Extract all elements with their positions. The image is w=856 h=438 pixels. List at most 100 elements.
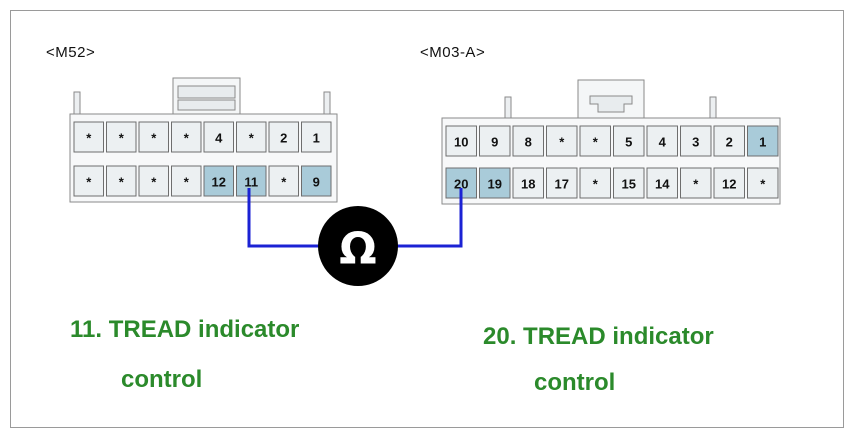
left-top-pin-4: 4 — [203, 121, 234, 153]
pin-label: 14 — [655, 177, 670, 192]
pin-label: * — [151, 175, 157, 190]
pin-cell — [479, 125, 511, 157]
left-latch-inner-2 — [177, 99, 236, 111]
pin-cell — [138, 121, 169, 153]
right-top-pin-1: 1 — [747, 125, 779, 157]
right-top-pin-2: 2 — [713, 125, 745, 157]
pin-cell — [579, 125, 611, 157]
right-bottom-pin-14: 14 — [646, 167, 678, 199]
pin-cell — [445, 125, 477, 157]
right-bottom-pin-15: 15 — [613, 167, 645, 199]
pin-label: * — [119, 131, 125, 146]
pin-label: 9 — [313, 175, 320, 190]
pin-label: * — [281, 175, 287, 190]
pin-label: 2 — [726, 135, 733, 150]
pin-cell — [747, 125, 779, 157]
left-pin-description-line2: control — [121, 366, 203, 393]
pin-label: * — [184, 175, 190, 190]
pin-label: 12 — [212, 175, 226, 190]
left-bottom-pin-blank: * — [106, 165, 137, 197]
right-top-pin-10: 10 — [445, 125, 477, 157]
pin-cell — [479, 167, 511, 199]
right-top-pin-5: 5 — [613, 125, 645, 157]
pin-cell — [646, 125, 678, 157]
pin-label: 4 — [659, 135, 667, 150]
pin-cell — [512, 125, 544, 157]
ohm-icon: Ω — [339, 224, 376, 275]
pin-label: 11 — [244, 175, 258, 190]
right-top-pin-9: 9 — [479, 125, 511, 157]
pin-cell — [579, 167, 611, 199]
left-bottom-pin-blank: * — [268, 165, 299, 197]
pin-cell — [203, 121, 234, 153]
right-top-pin-blank: * — [579, 125, 611, 157]
pin-label: 8 — [525, 135, 532, 150]
left-top-pin-blank: * — [73, 121, 104, 153]
pin-cell — [713, 125, 745, 157]
pin-label: 2 — [280, 131, 287, 146]
left-top-pin-blank: * — [106, 121, 137, 153]
right-connector-label: <M03-A> — [420, 44, 486, 61]
right-pin-description-line1: 20. TREAD indicator — [483, 323, 714, 350]
pin-label: * — [86, 175, 92, 190]
right-top-pin-8: 8 — [512, 125, 544, 157]
left-bottom-pin-blank: * — [171, 165, 202, 197]
left-bottom-pin-9: 9 — [301, 165, 332, 197]
diagram-frame — [10, 10, 844, 428]
pin-cell — [73, 121, 104, 153]
pin-label: 3 — [692, 135, 699, 150]
pin-label: 1 — [759, 135, 766, 150]
right-bottom-pin-blank: * — [747, 167, 779, 199]
left-pins-top-row: * * * * 4 * 2 1 — [73, 121, 332, 153]
left-top-pin-blank: * — [236, 121, 267, 153]
pin-label: * — [559, 135, 565, 150]
pin-cell — [268, 121, 299, 153]
left-top-pin-2: 2 — [268, 121, 299, 153]
pin-label: 1 — [313, 131, 320, 146]
pin-label: * — [184, 131, 190, 146]
pin-label: 19 — [488, 177, 502, 192]
pin-label: 17 — [555, 177, 569, 192]
left-bottom-pin-12: 12 — [203, 165, 234, 197]
pin-label: 9 — [491, 135, 498, 150]
left-bottom-pin-11: 11 — [236, 165, 267, 197]
pin-label: * — [249, 131, 255, 146]
left-top-pin-1: 1 — [301, 121, 332, 153]
pin-cell — [546, 167, 578, 199]
pin-label: 20 — [454, 177, 468, 192]
pin-cell — [171, 121, 202, 153]
right-top-pin-blank: * — [546, 125, 578, 157]
pin-label: 5 — [625, 135, 632, 150]
pin-cell — [106, 121, 137, 153]
pin-label: 4 — [215, 131, 223, 146]
pin-cell — [747, 167, 779, 199]
left-pins-bottom-row: * * * * 12 11 * 9 — [73, 165, 332, 197]
right-bottom-pin-19: 19 — [479, 167, 511, 199]
pin-cell — [236, 165, 267, 197]
wire-right — [396, 188, 463, 248]
pin-label: 15 — [622, 177, 636, 192]
pin-cell — [138, 165, 169, 197]
pin-label: * — [151, 131, 157, 146]
right-top-pin-3: 3 — [680, 125, 712, 157]
right-bottom-pin-12: 12 — [713, 167, 745, 199]
right-latch-inner — [589, 95, 633, 113]
right-pins-top-row: 10 9 8 * * 5 4 3 2 1 — [445, 125, 779, 157]
left-pin-description-line1: 11. TREAD indicator — [70, 316, 300, 343]
pin-cell — [301, 121, 332, 153]
pin-cell — [646, 167, 678, 199]
left-bottom-pin-blank: * — [138, 165, 169, 197]
wire-left — [247, 188, 320, 248]
pin-label: 12 — [722, 177, 736, 192]
pin-cell — [268, 165, 299, 197]
left-top-pin-blank: * — [171, 121, 202, 153]
pin-cell — [73, 165, 104, 197]
pin-label: * — [760, 177, 766, 192]
left-latch-inner — [177, 85, 236, 99]
pin-cell — [680, 167, 712, 199]
right-bottom-pin-blank: * — [579, 167, 611, 199]
right-bottom-pin-18: 18 — [512, 167, 544, 199]
pin-label: * — [593, 135, 599, 150]
